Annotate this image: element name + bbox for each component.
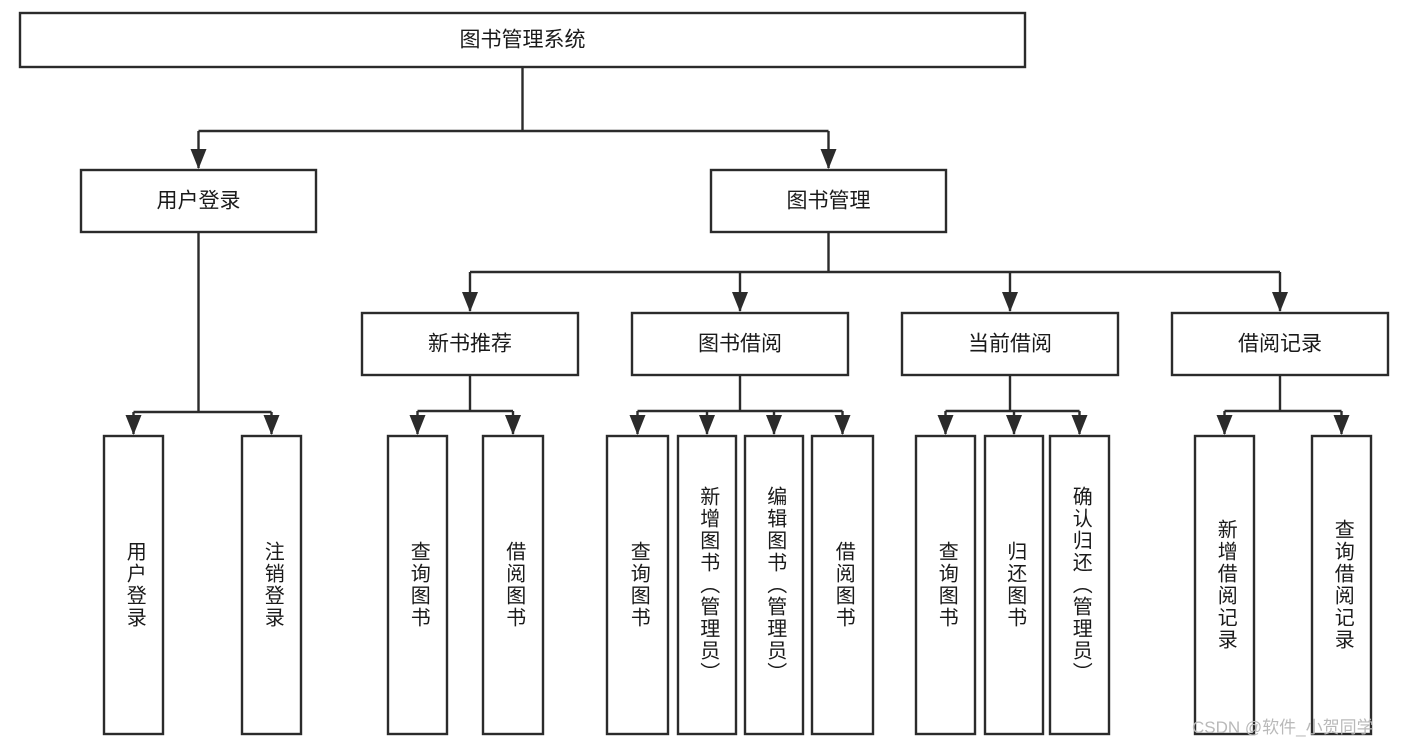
leaf-box-leaf-add-book[interactable]: [676, 434, 738, 736]
arrow-to-new-book-recommend: [462, 292, 478, 312]
arrow-to-book-borrow: [732, 292, 748, 312]
leaf-box-leaf-query-record[interactable]: [1310, 434, 1373, 736]
leaf-box-leaf-borrow-book-2[interactable]: [810, 434, 875, 736]
node-label-borrow-record: 借阅记录: [1238, 333, 1322, 356]
arrow-to-leaf-borrow-book-2: [834, 415, 851, 435]
node-box-user-login[interactable]: [79, 168, 318, 234]
node-label-root: 图书管理系统: [460, 29, 586, 52]
arrow-to-leaf-query-book-2: [629, 415, 646, 435]
arrow-to-leaf-add-book: [699, 415, 715, 435]
node-box-book-borrow[interactable]: [630, 311, 850, 377]
node-box-new-book-recommend[interactable]: [360, 311, 580, 377]
arrow-to-leaf-user-login: [125, 415, 142, 435]
arrow-to-leaf-query-book-1: [409, 415, 426, 435]
leaf-box-leaf-borrow-book-1[interactable]: [481, 434, 545, 736]
node-box-borrow-record[interactable]: [1170, 311, 1390, 377]
leaf-box-leaf-confirm-return[interactable]: [1048, 434, 1111, 736]
arrow-to-leaf-borrow-book-1: [505, 415, 521, 435]
node-box-current-borrow[interactable]: [900, 311, 1120, 377]
leaf-box-leaf-user-login[interactable]: [102, 434, 165, 736]
arrow-to-current-borrow: [1002, 292, 1018, 312]
arrow-to-leaf-logout: [263, 415, 280, 435]
leaf-box-leaf-query-book-1[interactable]: [386, 434, 449, 736]
leaf-box-leaf-query-book-3[interactable]: [914, 434, 977, 736]
csdn-watermark: CSDN @软件_小贺同学: [1192, 718, 1374, 737]
arrow-to-leaf-confirm-return: [1071, 415, 1088, 435]
node-label-new-book-recommend: 新书推荐: [428, 333, 512, 356]
arrow-to-leaf-return-book: [1006, 415, 1022, 435]
arrow-to-leaf-query-book-3: [937, 415, 954, 435]
arrow-to-leaf-edit-book: [766, 415, 782, 435]
arrow-to-borrow-record: [1272, 292, 1288, 312]
leaf-box-leaf-add-record[interactable]: [1193, 434, 1256, 736]
leaf-box-leaf-return-book[interactable]: [983, 434, 1045, 736]
box-layer: [18, 11, 1390, 736]
arrow-to-leaf-query-record: [1333, 415, 1350, 435]
arrow-to-user-login: [190, 149, 207, 169]
node-label-book-manage: 图书管理: [787, 190, 871, 213]
node-label-user-login: 用户登录: [157, 190, 241, 213]
arrow-to-book-manage: [820, 149, 837, 169]
leaf-box-leaf-query-book-2[interactable]: [605, 434, 670, 736]
leaf-box-leaf-edit-book[interactable]: [743, 434, 805, 736]
leaf-box-leaf-logout[interactable]: [240, 434, 303, 736]
node-box-root[interactable]: [18, 11, 1027, 69]
connector-layer: [125, 67, 1350, 435]
node-label-current-borrow: 当前借阅: [968, 333, 1052, 356]
node-label-book-borrow: 图书借阅: [698, 333, 782, 356]
arrow-to-leaf-add-record: [1216, 415, 1233, 435]
node-box-book-manage[interactable]: [709, 168, 948, 234]
